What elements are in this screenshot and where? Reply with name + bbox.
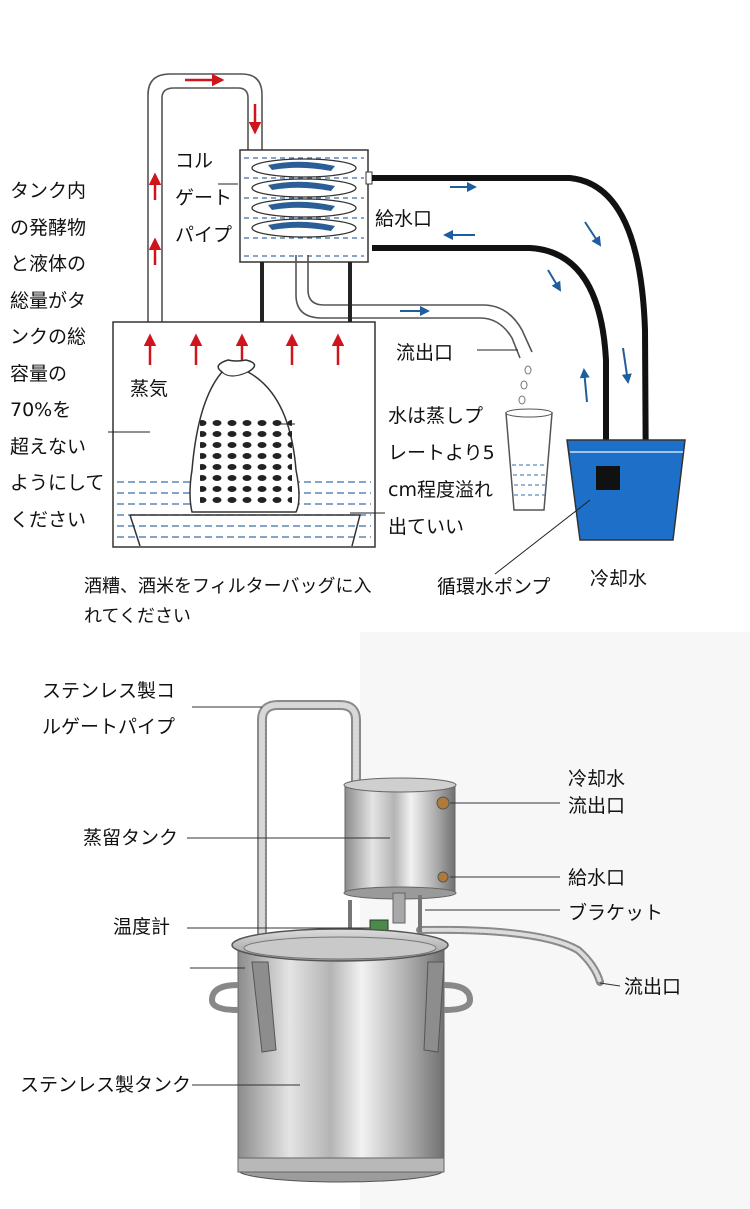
label-stainless-tank: ステンレス製タンク	[20, 1074, 192, 1096]
filter-bag-note: 酒糟、酒米をフィルターバッグに入 れてください	[80, 570, 420, 632]
label-steam: 蒸気	[130, 378, 169, 400]
label-stainless-pipe: ステンレス製コ ルゲートパイプ	[42, 680, 176, 738]
label-cooling-water: 冷却水	[590, 568, 648, 590]
cooling-hoses	[372, 175, 649, 506]
distillate-pipe	[295, 255, 533, 359]
capacity-note: タンク内 の発酵物 と液体の 総量がタ ンクの総 容量の 70%を 超えない よ…	[10, 180, 105, 531]
cooling-water-bucket	[566, 439, 686, 541]
distill-tank-product	[343, 777, 457, 945]
collection-glass	[505, 408, 553, 511]
stainless-tank-product	[208, 928, 474, 1183]
label-bracket: ブラケット	[568, 902, 664, 924]
vapor-pipe	[147, 73, 263, 322]
label-water-inlet-top: 給水口	[375, 208, 433, 230]
label-outlet-bottom: 流出口	[624, 976, 682, 998]
drips	[518, 365, 532, 405]
label-thermometer: 温度計	[113, 916, 171, 938]
label-cooling-outlet: 冷却水 流出口	[568, 768, 626, 817]
distillation-schematic	[108, 73, 686, 575]
label-water-inlet-bottom: 給水口	[568, 867, 626, 889]
label-corrugated-pipe: コル ゲート パイプ	[175, 150, 233, 246]
plate-note: 水は蒸しプ レートより5 cm程度溢れ 出ていい	[388, 405, 495, 538]
label-distill-tank: 蒸留タンク	[83, 827, 179, 849]
fermentation-tank	[112, 321, 376, 548]
condenser	[239, 149, 373, 263]
label-pump: 循環水ポンプ	[437, 576, 551, 598]
label-outlet-top: 流出口	[396, 342, 454, 364]
vapor-arrows	[148, 73, 262, 265]
corrugated-pipe-product	[257, 700, 604, 986]
